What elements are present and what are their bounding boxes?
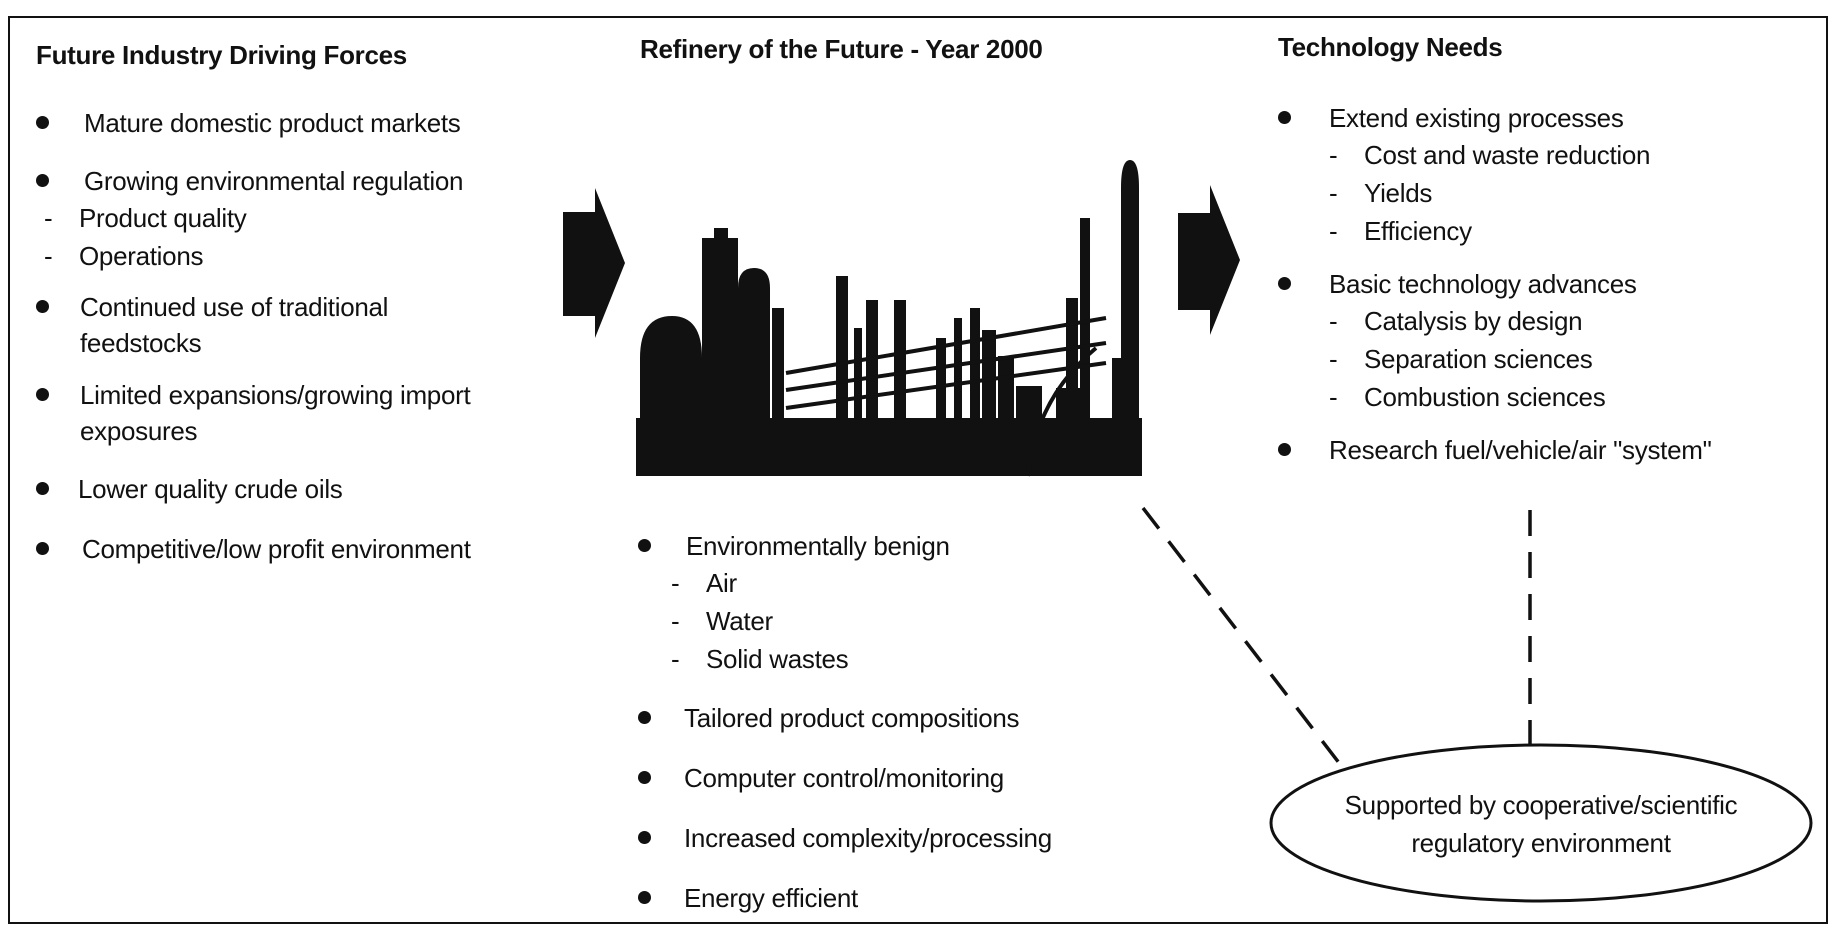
dash-marker: - xyxy=(1329,344,1338,374)
diagram-frame xyxy=(8,16,1828,924)
dash-marker: - xyxy=(1329,178,1338,208)
dash-marker: - xyxy=(44,203,53,233)
bullet-label: Tailored product compositions xyxy=(684,703,1020,733)
bullet-icon xyxy=(638,711,651,724)
list-item: Limited expansions/growing import exposu… xyxy=(34,377,560,449)
list-item: Competitive/low profit environment xyxy=(34,531,554,567)
list-item: Mature domestic product markets xyxy=(34,105,554,141)
dash-marker: - xyxy=(671,606,680,636)
dash-marker: - xyxy=(671,568,680,598)
list-item: Environmentally benign -Air -Water -Soli… xyxy=(636,528,1176,678)
sub-item: -Efficiency xyxy=(1329,212,1821,250)
bullet-label: Energy efficient xyxy=(684,883,858,913)
dash-marker: - xyxy=(1329,140,1338,170)
sub-item: -Separation sciences xyxy=(1329,340,1821,378)
bullet-label: Computer control/monitoring xyxy=(684,763,1004,793)
sub-item: -Combustion sciences xyxy=(1329,378,1821,416)
bullet-icon xyxy=(36,174,49,187)
bullet-icon xyxy=(1278,277,1291,290)
left-column-title: Future Industry Driving Forces xyxy=(36,40,407,70)
list-item: Extend existing processes -Cost and wast… xyxy=(1276,100,1821,250)
bullet-label: Mature domestic product markets xyxy=(84,108,461,138)
sub-item: -Solid wastes xyxy=(671,640,1176,678)
right-column-title: Technology Needs xyxy=(1278,32,1503,62)
right-arrow-icon xyxy=(1178,185,1240,335)
dash-marker: - xyxy=(44,241,53,271)
sub-item: -Cost and waste reduction xyxy=(1329,136,1821,174)
bullet-label: Basic technology advances xyxy=(1329,269,1637,299)
sub-item: -Yields xyxy=(1329,174,1821,212)
dash-marker: - xyxy=(1329,382,1338,412)
list-item: Increased complexity/processing xyxy=(636,820,1176,856)
sub-item: -Catalysis by design xyxy=(1329,302,1821,340)
list-item: Energy efficient xyxy=(636,880,1176,916)
sub-list: -Catalysis by design -Separation science… xyxy=(1329,302,1821,416)
refinery-attributes-list: Environmentally benign -Air -Water -Soli… xyxy=(636,528,1176,916)
sub-item: -Water xyxy=(671,602,1176,640)
list-item: Computer control/monitoring xyxy=(636,760,1176,796)
support-oval xyxy=(1269,743,1813,903)
sub-list: -Cost and waste reduction -Yields -Effic… xyxy=(1329,136,1821,250)
list-item: Lower quality crude oils xyxy=(34,471,554,507)
driving-forces-list: Mature domestic product markets Growing … xyxy=(34,105,554,567)
sub-list: -Product quality -Operations xyxy=(44,199,554,275)
bullet-label: Growing environmental regulation xyxy=(84,166,464,196)
bullet-icon xyxy=(638,831,651,844)
bullet-icon xyxy=(36,482,49,495)
refinery-silhouette-icon xyxy=(636,160,1142,477)
bullet-label: Extend existing processes xyxy=(1329,103,1624,133)
bullet-icon xyxy=(36,300,49,313)
dash-marker: - xyxy=(671,644,680,674)
bullet-icon xyxy=(638,891,651,904)
bullet-icon xyxy=(1278,111,1291,124)
bullet-label: Limited expansions/growing import exposu… xyxy=(80,380,471,446)
bullet-icon xyxy=(36,542,49,555)
support-oval-line2: regulatory environment xyxy=(1411,828,1671,858)
bullet-icon xyxy=(1278,443,1291,456)
sub-list: -Air -Water -Solid wastes xyxy=(671,564,1176,678)
dash-marker: - xyxy=(1329,216,1338,246)
list-item: Continued use of traditional feedstocks xyxy=(34,289,460,361)
list-item: Tailored product compositions xyxy=(636,700,1176,736)
bullet-label: Research fuel/vehicle/air "system" xyxy=(1329,435,1712,465)
bullet-label: Competitive/low profit environment xyxy=(82,534,471,564)
center-column-title: Refinery of the Future - Year 2000 xyxy=(640,34,1043,64)
bullet-label: Continued use of traditional feedstocks xyxy=(80,292,389,358)
bullet-label: Increased complexity/processing xyxy=(684,823,1052,853)
sub-item: -Product quality xyxy=(44,199,554,237)
technology-needs-list: Extend existing processes -Cost and wast… xyxy=(1276,100,1821,468)
sub-item: -Air xyxy=(671,564,1176,602)
dash-marker: - xyxy=(1329,306,1338,336)
bullet-icon xyxy=(36,116,49,129)
bullet-icon xyxy=(638,539,651,552)
sub-item: -Operations xyxy=(44,237,554,275)
bullet-label: Lower quality crude oils xyxy=(78,474,343,504)
bullet-icon xyxy=(36,388,49,401)
list-item: Basic technology advances -Catalysis by … xyxy=(1276,266,1821,416)
list-item: Research fuel/vehicle/air "system" xyxy=(1276,432,1821,468)
list-item: Growing environmental regulation -Produc… xyxy=(34,163,554,275)
dashed-connector-center xyxy=(1141,506,1345,770)
bullet-label: Environmentally benign xyxy=(686,531,950,561)
support-oval-label: Supported by cooperative/scientific regu… xyxy=(1286,786,1796,862)
bullet-icon xyxy=(638,771,651,784)
support-oval-line1: Supported by cooperative/scientific xyxy=(1344,790,1738,820)
right-arrow-icon xyxy=(563,188,625,338)
